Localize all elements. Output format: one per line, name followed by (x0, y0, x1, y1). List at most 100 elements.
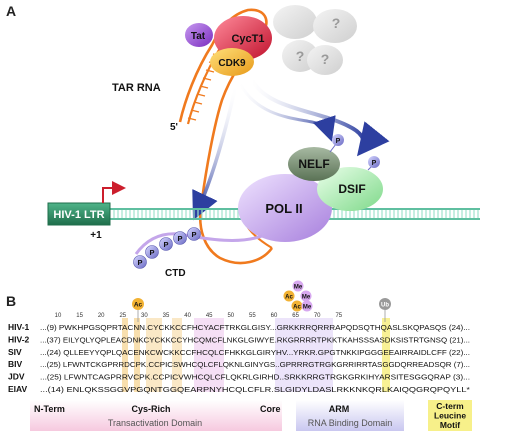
pol2-label: POL II (265, 201, 302, 216)
svg-text:Ub: Ub (381, 303, 389, 309)
leucine-motif-band (428, 400, 472, 431)
phosphorylation-arrow-nelf (238, 83, 336, 142)
cdk9-label: CDK9 (218, 58, 246, 69)
phospho-group: P (187, 227, 201, 241)
ruler-tick-label: 30 (141, 313, 148, 319)
alignment-row: JDV ...(25) LFWNTCAGPRRVCPK.CCPICVWHCQLCF… (8, 372, 470, 382)
sequence-text: ...(37) EILYQLYQPLEACDNKCYCKKCCYHCQMCFLN… (40, 335, 470, 344)
ruler-tick-label: 50 (227, 313, 234, 319)
panel-a-label: A (6, 3, 16, 19)
tat-protein (185, 23, 213, 47)
phospho-group: P (159, 237, 173, 251)
svg-text:P: P (137, 258, 142, 267)
unknown-mark: ? (321, 51, 330, 67)
core-label: Core (260, 404, 281, 414)
nelf-label: NELF (298, 157, 329, 171)
svg-text:P: P (336, 138, 341, 145)
ruler-tick-label: 20 (98, 313, 105, 319)
nelf-protein (288, 147, 340, 181)
ruler-tick-label: 25 (119, 313, 126, 319)
n-term-label: N-Term (34, 404, 65, 414)
species-name: HIV-1 (8, 322, 30, 332)
rna-binding-domain-band (296, 400, 404, 431)
sequence-alignment: HIV-1 ...(9) PWKHPGSQPRTACNN.CYCKKCCFHCYA… (8, 322, 470, 394)
ruler-tick-label: 45 (206, 313, 213, 319)
methylation-badge: Me (300, 290, 312, 302)
svg-text:P: P (149, 248, 154, 257)
alignment-row: HIV-1 ...(9) PWKHPGSQPRTACNN.CYCKKCCFHCYA… (8, 322, 470, 332)
sequence-text: ...(24) QLLEEYYQPLQACENKCWCKKCCFHCQLCFHK… (40, 348, 470, 357)
rna-binding-domain-label: RNA Binding Domain (308, 418, 393, 428)
unknown-mark: ? (296, 48, 305, 64)
sequence-text: ...(9) PWKHPGSQPRTACNN.CYCKKCCFHCYACFTRK… (40, 323, 470, 332)
acetylation-badge: Ac (283, 290, 295, 302)
species-name: JDV (8, 372, 25, 382)
acetylation-badge: Ac (291, 300, 303, 312)
svg-text:P: P (191, 230, 196, 239)
sequence-text: ...(14) ENLQKSSGGVPGQNTGGQEARPNYHCQLCFLR… (40, 385, 470, 394)
ctd-label: CTD (165, 268, 186, 279)
ruler-tick-label: 60 (271, 313, 278, 319)
svg-text:P: P (177, 234, 182, 243)
tat-label: Tat (191, 31, 206, 42)
ruler-tick-label: 55 (249, 313, 256, 319)
methylation-badge: Me (292, 280, 304, 292)
sequence-text: ...(25) LFWNTCAGPRRVCPK.CCPICVWHCQLCFLQK… (40, 373, 470, 382)
ltr-label: HIV-1 LTR (53, 209, 104, 221)
modification-badges: Ac Ac Me Me Ac Me Ub (132, 280, 391, 322)
svg-text:Me: Me (302, 295, 311, 301)
tss-label: +1 (90, 230, 102, 241)
ruler-tick-label: 65 (292, 313, 299, 319)
svg-text:P: P (163, 240, 168, 249)
five-prime-label: 5' (170, 122, 178, 133)
species-name: EIAV (8, 384, 28, 394)
svg-text:Ac: Ac (285, 295, 293, 301)
alignment-row: SIV...(24) QLLEEYYQPLQACENKCWCKKCCFHCQLC… (8, 347, 470, 357)
phosphorylation-arrow-ctd (192, 83, 238, 221)
cys-rich-label: Cys-Rich (131, 404, 170, 414)
transactivation-domain-band (30, 400, 282, 431)
ruler-tick-label: 35 (163, 313, 170, 319)
sequence-text: ...(25) LFWNTCKGPRRDCPK.CCPICSWHCQLCFLQK… (40, 360, 470, 369)
svg-text:Ac: Ac (293, 305, 301, 311)
phospho-group: P (145, 245, 159, 259)
domain-map: N-Term Cys-Rich Core ARM Transactivation… (30, 400, 472, 431)
species-name: HIV-2 (8, 334, 30, 344)
transcription-start-arrow (102, 181, 126, 203)
alignment-highlights (122, 318, 390, 392)
alignment-row: EIAV ...(14) ENLQKSSGGVPGQNTGGQEARPNYHCQL… (8, 384, 470, 394)
phospho-group: P (367, 156, 380, 171)
svg-text:Ac: Ac (134, 302, 143, 309)
ruler-tick-label: 70 (314, 313, 321, 319)
unknown-factors: ? ? ? (273, 5, 357, 75)
phospho-group: P (133, 255, 147, 269)
tar-rna-label: TAR RNA (112, 82, 161, 94)
ruler-tick-label: 10 (55, 313, 62, 319)
species-name: BIV (8, 359, 23, 369)
transactivation-domain-label: Transactivation Domain (108, 418, 202, 428)
dsif-protein (317, 167, 383, 211)
ruler-tick-label: 75 (335, 313, 342, 319)
cyct1-label: CycT1 (231, 33, 264, 45)
svg-text:Me: Me (303, 305, 312, 311)
phosphorylation-arrow-dsif (250, 78, 390, 157)
ruler-tick-label: 15 (76, 313, 83, 319)
residue-ruler: 10 15 20 25 30 35 40 45 50 55 60 65 70 75 (55, 313, 343, 319)
svg-text:Me: Me (294, 285, 303, 291)
arm-label: ARM (329, 404, 350, 414)
ruler-tick-label: 40 (184, 313, 191, 319)
cdk9-protein (210, 48, 254, 76)
alignment-row: HIV-2 ...(37) EILYQLYQPLEACDNKCYCKKCCYHCQ… (8, 334, 470, 344)
unknown-mark: ? (332, 15, 341, 31)
phospho-group: P (173, 231, 187, 245)
ptefb-complex: Tat CycT1 CDK9 (185, 16, 272, 76)
alignment-row: BIV ...(25) LFWNTCKGPRRDCPK.CCPICSWHCQLCF… (8, 359, 470, 369)
svg-text:P: P (372, 160, 377, 167)
panel-b-label: B (6, 293, 16, 309)
phospho-group: P (329, 134, 344, 153)
methylation-badge: Me (301, 300, 313, 312)
dsif-label: DSIF (338, 182, 365, 196)
